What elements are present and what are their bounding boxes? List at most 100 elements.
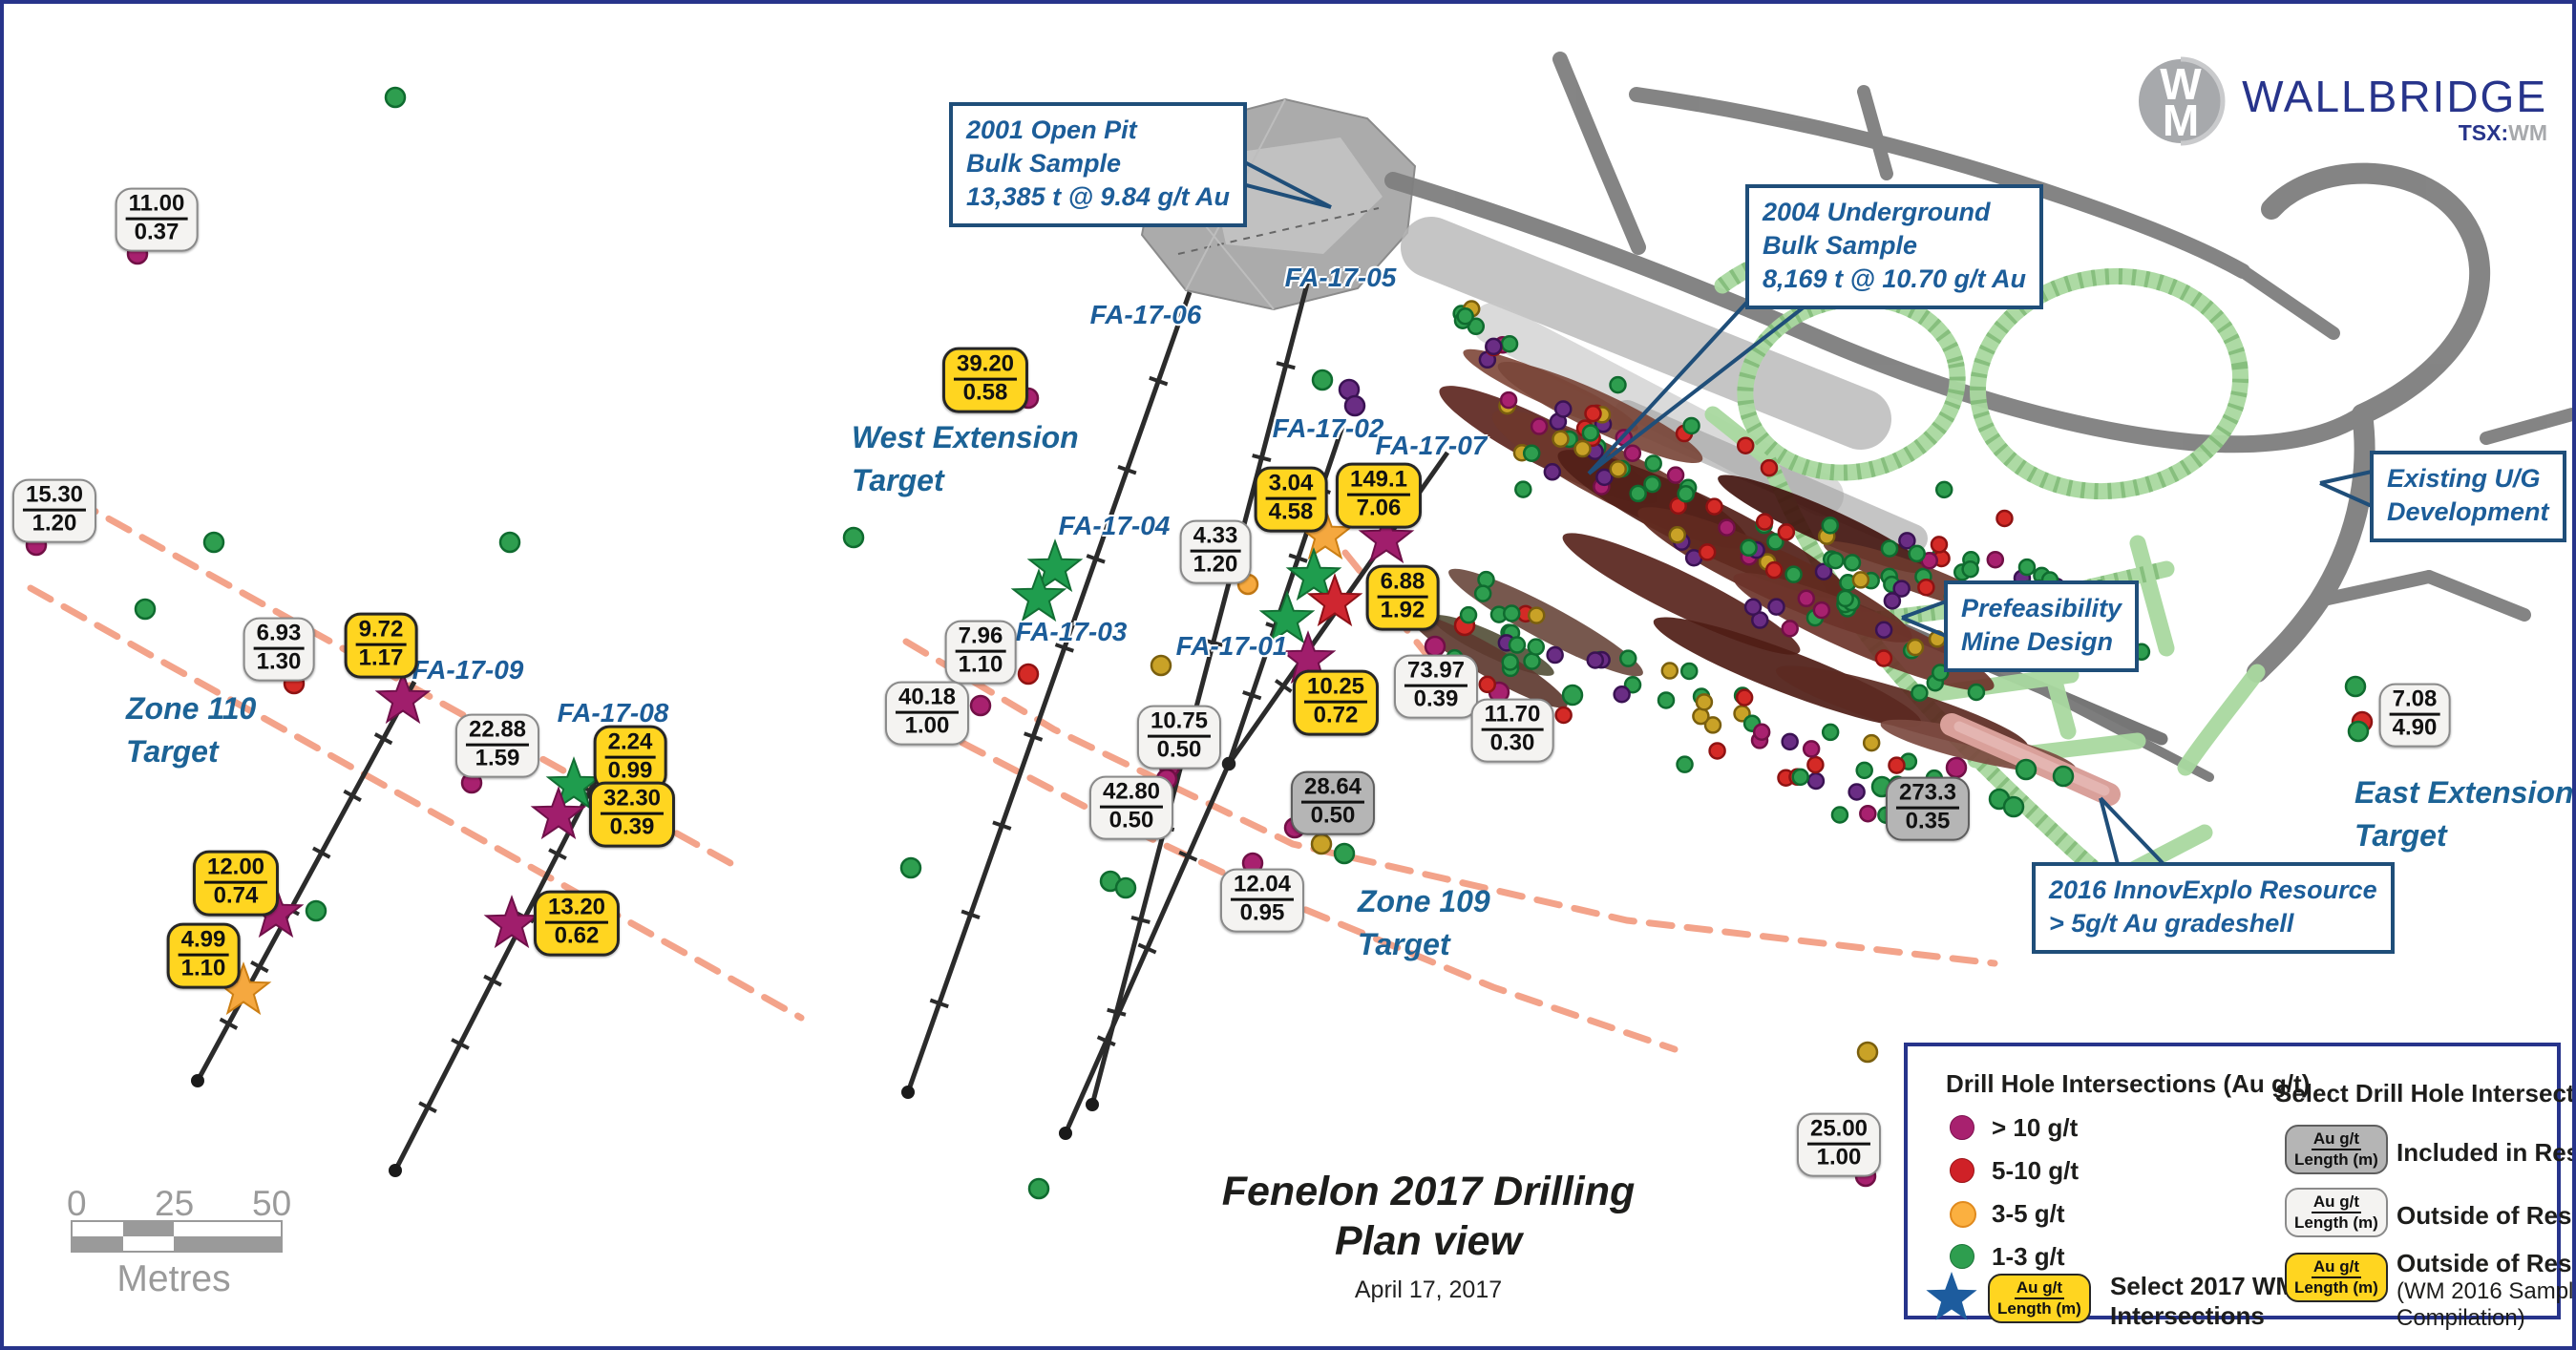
grade-dot-green — [899, 856, 922, 879]
logo-ticker: TSX:WM — [2458, 120, 2547, 145]
star-magenta — [530, 786, 587, 840]
grade-dot-green — [1623, 675, 1642, 694]
grade-dot-purple — [1767, 598, 1785, 616]
hole-label-FA-17-05: FA-17-05 — [1284, 263, 1397, 292]
grade-dot-red — [1736, 436, 1755, 454]
grade-dot-red — [1584, 404, 1602, 423]
drill-tick — [1288, 553, 1308, 563]
grade-dot-green — [1643, 475, 1661, 494]
grade-dot-purple — [1595, 468, 1614, 487]
grade-dot-green — [305, 899, 327, 922]
hole-label-FA-17-09: FA-17-09 — [412, 655, 524, 685]
grade-dot-black — [1221, 756, 1236, 771]
grade-dot-gt10 — [1950, 1115, 1974, 1140]
grade-dot-gold — [1856, 1041, 1879, 1064]
grade-dot-magenta — [1424, 635, 1446, 658]
star-magenta — [1358, 510, 1415, 564]
grade-dot-red — [1698, 543, 1717, 561]
grade-dot-purple — [1848, 783, 1866, 801]
grade-dot-magenta — [1666, 466, 1685, 484]
grade-dot-green — [1677, 484, 1695, 503]
star-green — [1285, 547, 1342, 601]
grade-dot-gold — [1695, 693, 1714, 711]
legend-grade-gt10 — [1950, 1115, 1974, 1145]
grade-dot-green — [1501, 653, 1519, 671]
grade-dot-green — [2002, 795, 2025, 818]
grade-dot-magenta — [1623, 444, 1642, 462]
leader-line — [1587, 285, 1763, 475]
grade-dot-purple — [1613, 685, 1631, 704]
legend-right-title: Select Drill Hole Intersections — [2275, 1079, 2575, 1107]
wm-star-icon — [1926, 1272, 1977, 1320]
drill-collar-dot — [389, 1164, 402, 1177]
grade-dot-red — [1930, 536, 1949, 554]
grade-dot-green — [1027, 1177, 1050, 1200]
grade-dot-red — [1669, 496, 1687, 516]
grade-dot-green — [1826, 551, 1845, 570]
grade-dot-gold — [1668, 526, 1686, 544]
grade-dot-green — [1934, 480, 1953, 499]
grade-dot-magenta — [1530, 417, 1549, 435]
grade-dot-red — [1777, 523, 1796, 541]
grade-dot-green — [842, 526, 865, 549]
grade-dot-purple — [1546, 645, 1564, 664]
scale-unit: Metres — [116, 1258, 231, 1299]
grade-dot-purple — [1543, 463, 1562, 481]
grade-dot-magenta — [1797, 589, 1816, 608]
drill-tick — [1024, 731, 1044, 742]
star-green — [1010, 568, 1067, 622]
grade-dot-red — [1995, 509, 2014, 528]
grade-dot-green — [1682, 416, 1700, 435]
grade-dot-green — [2347, 720, 2370, 743]
grade-dot-green — [1644, 454, 1662, 473]
grade-dot-green — [1843, 554, 1862, 572]
legend-grade-5-10 — [1950, 1158, 1974, 1188]
leader-line — [1901, 616, 1947, 638]
grade-dot-red — [1874, 649, 1893, 667]
grade-dot-green — [1114, 876, 1137, 899]
star-green — [545, 756, 602, 811]
svg-text:W: W — [2160, 59, 2202, 109]
grade-dot-magenta — [1859, 804, 1877, 823]
grade-dot-red — [1708, 742, 1726, 760]
drill-collar-dot — [191, 1074, 204, 1087]
grade-dot-magenta — [1499, 390, 1518, 410]
grade-dot-gold — [1150, 654, 1172, 677]
grade-dot-green — [1629, 484, 1647, 503]
grade-dot-green — [1618, 649, 1637, 667]
grade-dot-purple — [1883, 592, 1902, 610]
grade-dot-red — [1760, 458, 1779, 477]
drill-tick — [929, 998, 949, 1009]
grade-dot-gold — [1573, 439, 1592, 458]
drill-tick — [1178, 850, 1198, 862]
drill-tick — [1086, 554, 1106, 564]
grade-dot-green — [1830, 806, 1849, 824]
gradeshell-tail — [1940, 713, 2121, 806]
logo-name: WALLBRIDGE — [2242, 72, 2547, 121]
grade-dot-green — [1740, 538, 1758, 558]
grade-dot-green — [1967, 683, 1986, 702]
grade-dot-green — [134, 598, 157, 621]
drill-tick — [250, 960, 269, 974]
drill-collar-dot — [1086, 1098, 1099, 1111]
hole-label-FA-17-01: FA-17-01 — [1175, 631, 1288, 661]
scale-tick-50: 50 — [252, 1184, 292, 1223]
leader-line — [2099, 797, 2120, 865]
grade-dot-green — [2052, 765, 2075, 788]
hole-label-FA-17-02: FA-17-02 — [1272, 413, 1384, 443]
title-line2: Plan view — [1335, 1218, 1522, 1265]
grade-dot-magenta — [1781, 620, 1799, 638]
hole-label-FA-17-03: FA-17-03 — [1015, 617, 1128, 646]
drill-trace-FA-17-05 — [1089, 272, 1313, 1106]
grade-dot-green — [1508, 636, 1527, 654]
